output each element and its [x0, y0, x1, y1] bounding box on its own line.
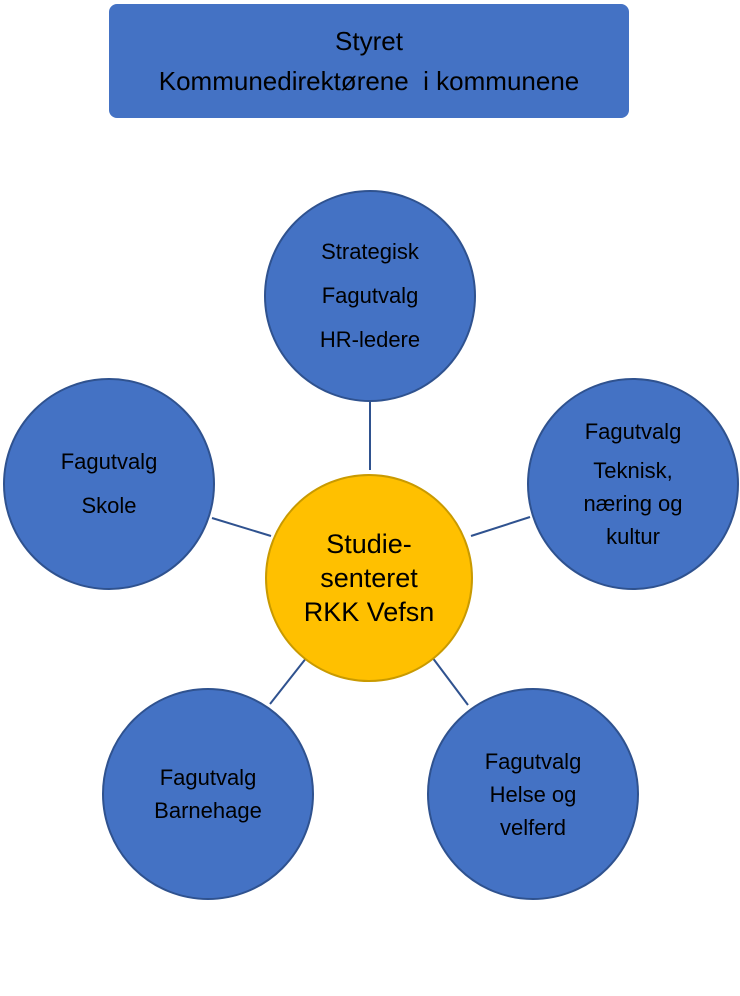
node-fagutvalg-barnehage: Fagutvalg Barnehage [102, 688, 314, 900]
node-label-line: Fagutvalg [321, 283, 419, 308]
node-label-line: Fagutvalg [484, 748, 582, 774]
center-label-line: Studie- [326, 529, 412, 559]
node-label-line: Teknisk, [593, 458, 673, 483]
node-label-line: Barnehage [154, 798, 262, 823]
node-label-line: Fagutvalg [159, 765, 257, 790]
node-strategisk-fagutvalg: Strategisk Fagutvalg HR-ledere [264, 190, 476, 402]
node-label-line: velferd [499, 814, 567, 840]
node-label-line: HR-ledere [319, 327, 421, 352]
node-label-line: Fagutvalg [60, 449, 158, 474]
connector-skole [211, 517, 272, 537]
node-studiesenteret: Studie- senteret RKK Vefsn [265, 474, 473, 682]
node-label-line: Skole [81, 493, 137, 518]
center-label-line: senteret [320, 563, 418, 593]
node-fagutvalg-helse: Fagutvalg Helse og velferd [427, 688, 639, 900]
node-label-line: kultur [606, 524, 660, 549]
connector-teknisk [470, 516, 531, 537]
node-label-line: Fagutvalg [584, 419, 682, 444]
node-label-line: Strategisk [321, 239, 419, 264]
center-label-line: RKK Vefsn [303, 597, 435, 627]
connector-helse [431, 656, 469, 706]
node-label-line: næring og [583, 491, 683, 516]
node-fagutvalg-teknisk: Fagutvalg Teknisk, næring og kultur [527, 378, 739, 590]
connector-barnehage [269, 656, 308, 705]
node-label-line: Helse og [489, 781, 577, 807]
board-box: Styret Kommunedirektørene i kommunene [109, 4, 629, 118]
board-subtitle: Kommunedirektørene i kommunene [158, 66, 580, 96]
node-fagutvalg-skole: Fagutvalg Skole [3, 378, 215, 590]
board-title: Styret [335, 26, 403, 56]
